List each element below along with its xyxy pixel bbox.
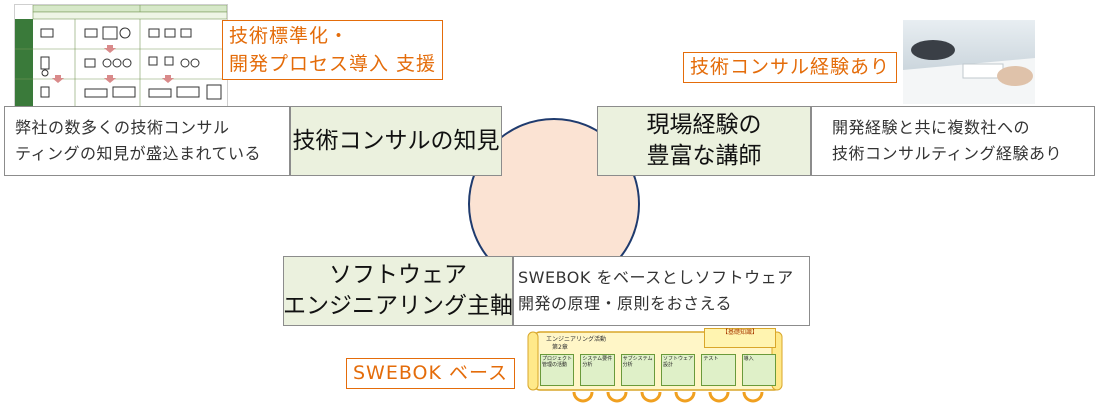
se-title-line-2: エンジニアリング主軸 [283, 293, 513, 319]
scroll-card: プロジェクト管理の活動 [540, 354, 575, 386]
scroll-heading: エンジニアリング活動 [546, 336, 607, 343]
callout-line-1: 技術標準化・ [229, 25, 350, 47]
scroll-card: サブシステム分析 [620, 354, 655, 386]
process-table-thumbnail [14, 4, 228, 108]
scroll-card: 導入 [741, 354, 776, 386]
instructor-desc-line-2: 技術コンサルティング経験あり [832, 144, 1063, 163]
meeting-photo [903, 20, 1035, 104]
meeting-photo-graphic [903, 20, 1035, 104]
instructor-title-line-2: 豊富な講師 [646, 143, 762, 169]
scroll-card: テスト [701, 354, 736, 386]
scroll-cards: プロジェクト管理の活動 システム要件分析 サブシステム分析 ソフトウェア設計 テ… [540, 354, 776, 386]
scroll-chapter: 第2章 [552, 344, 568, 351]
instructor-desc-line-1: 開発経験と共に複数社への [832, 118, 1031, 137]
instructor-title-line-1: 現場経験の [646, 112, 762, 138]
process-table-graphic [15, 5, 227, 107]
desc-line-1: 弊社の数多くの技術コンサル [15, 118, 230, 137]
consulting-experience-callout: 技術コンサル経験あり [683, 52, 898, 83]
consulting-knowledge-title: 技術コンサルの知見 [290, 106, 502, 176]
software-engineering-title: ソフトウェア エンジニアリング主軸 [283, 256, 513, 326]
engineering-activities-scroll: エンジニアリング活動 第2章 【基礎知識】 プロジェクト管理の活動 システム要件… [526, 328, 784, 404]
scroll-note: 【基礎知識】 [704, 328, 776, 348]
scroll-card: ソフトウェア設計 [660, 354, 696, 386]
swebok-desc-line-1: SWEBOK をベースとしソフトウェア [518, 268, 794, 287]
consulting-knowledge-title-text: 技術コンサルの知見 [292, 127, 500, 154]
swebok-desc-line-2: 開発の原理・原則をおさえる [518, 294, 733, 313]
consulting-knowledge-description: 弊社の数多くの技術コンサル ティングの知見が盛込まれている [4, 106, 290, 176]
scroll-card: システム要件分析 [580, 354, 615, 386]
swebok-callout-text: SWEBOK ベース [353, 362, 509, 384]
swebok-callout: SWEBOK ベース [346, 358, 516, 389]
instructor-title: 現場経験の 豊富な講師 [597, 106, 811, 176]
consulting-experience-callout-text: 技術コンサル経験あり [690, 56, 891, 78]
standardization-callout: 技術標準化・ 開発プロセス導入 支援 [222, 20, 444, 80]
scroll-note-title: 【基礎知識】 [721, 329, 758, 336]
swebok-description: SWEBOK をベースとしソフトウェア 開発の原理・原則をおさえる [513, 256, 810, 326]
se-title-line-1: ソフトウェア [329, 262, 467, 288]
desc-line-2: ティングの知見が盛込まれている [15, 144, 262, 163]
callout-line-2: 開発プロセス導入 支援 [229, 53, 437, 75]
instructor-description: 開発経験と共に複数社への 技術コンサルティング経験あり [811, 106, 1095, 176]
